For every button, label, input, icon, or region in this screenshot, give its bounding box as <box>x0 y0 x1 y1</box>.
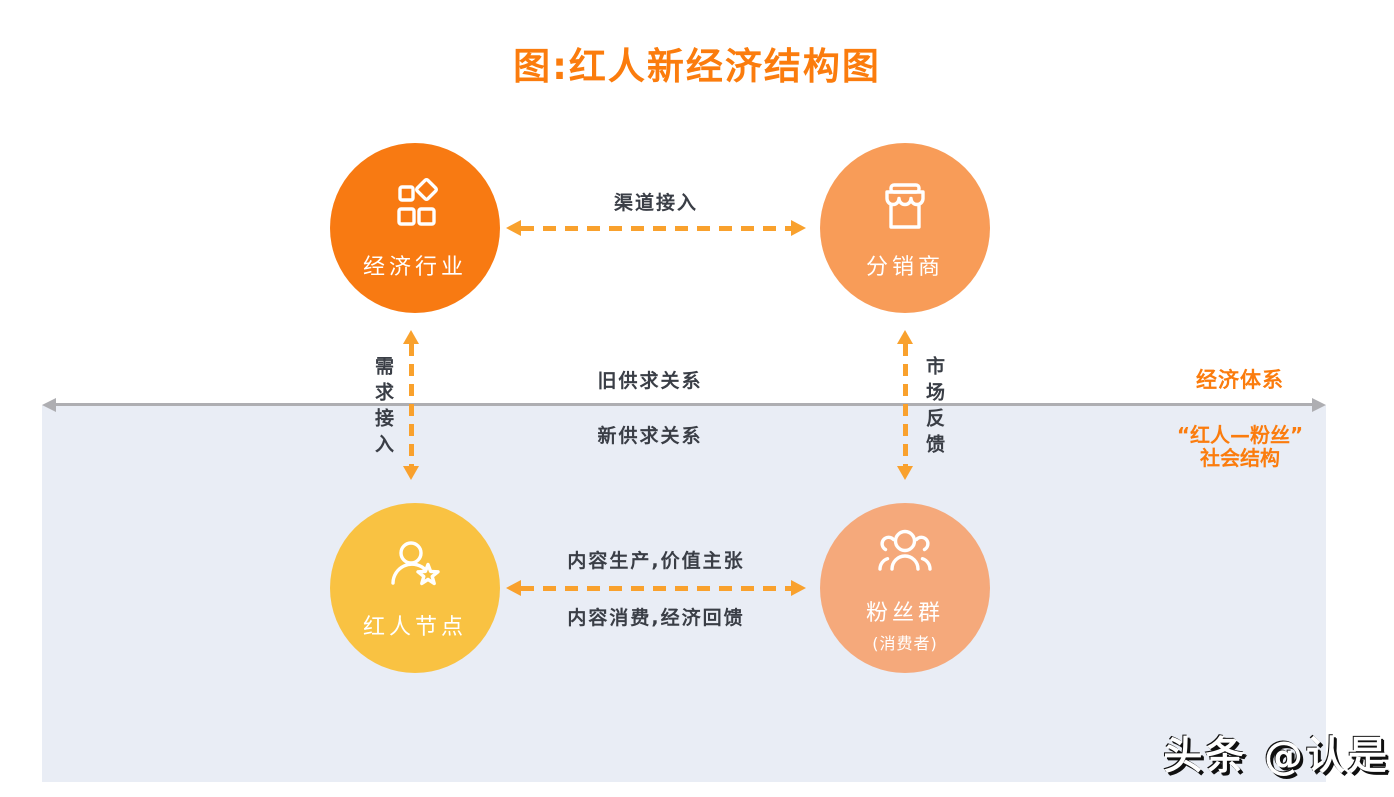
node-sublabel: (消费者) <box>872 634 938 653</box>
arrow-up-head-icon <box>403 330 419 344</box>
arrow-right-head-icon <box>791 580 806 596</box>
market-feedback-arrow <box>897 330 913 480</box>
node-influencer: 红人节点 <box>330 503 500 673</box>
content-production-label: 内容生产,价值主张 <box>567 550 745 572</box>
market-feedback-label: 市场反馈 <box>923 356 945 460</box>
axis-line <box>56 403 1312 406</box>
category-icon <box>397 177 438 226</box>
node-label: 粉丝群 <box>865 601 944 626</box>
page-title: 图:红人新经济结构图 <box>513 45 881 88</box>
toutiao-watermark: 头条 @认是 <box>1163 734 1390 779</box>
node-economic-industry: 经济行业 <box>330 143 500 313</box>
arrow-up-head-icon <box>897 330 913 344</box>
node-distributor: 分销商 <box>820 143 990 313</box>
content-exchange-arrow <box>506 580 806 596</box>
fan-society-label-line1: “红人—粉丝” <box>1176 423 1304 447</box>
node-label: 经济行业 <box>362 254 467 280</box>
node-label: 红人节点 <box>362 614 467 640</box>
economy-system-label: 经济体系 <box>1196 368 1284 392</box>
dashed-line <box>521 585 791 591</box>
fan-society-label: “红人—粉丝” 社会结构 <box>1140 424 1340 470</box>
economy-axis <box>42 396 1326 413</box>
channel-access-arrow <box>506 220 806 236</box>
arrow-left-head-icon <box>506 580 521 596</box>
arrow-left-head-icon <box>506 220 521 236</box>
arrow-right-head-icon <box>791 220 806 236</box>
dashed-line <box>902 344 908 466</box>
axis-left-arrow-icon <box>42 397 56 412</box>
demand-access-label: 需求接入 <box>372 356 394 460</box>
people-group-icon <box>878 529 932 571</box>
storefront-icon <box>885 182 925 229</box>
dashed-line <box>521 225 791 231</box>
arrow-down-head-icon <box>897 466 913 480</box>
arrow-down-head-icon <box>403 466 419 480</box>
old-supply-demand-label: 旧供求关系 <box>597 370 703 392</box>
node-label: 分销商 <box>865 254 944 280</box>
axis-right-arrow-icon <box>1312 397 1326 412</box>
new-supply-demand-label: 新供求关系 <box>597 425 703 447</box>
fan-society-label-line2: 社会结构 <box>1200 446 1280 470</box>
person-star-icon <box>391 540 440 585</box>
channel-access-label: 渠道接入 <box>613 192 698 214</box>
demand-access-arrow <box>403 330 419 480</box>
content-consumption-label: 内容消费,经济回馈 <box>567 607 745 629</box>
dashed-line <box>408 344 414 466</box>
fan-society-panel <box>42 405 1326 782</box>
node-fan-group: 粉丝群 (消费者) <box>820 503 990 673</box>
